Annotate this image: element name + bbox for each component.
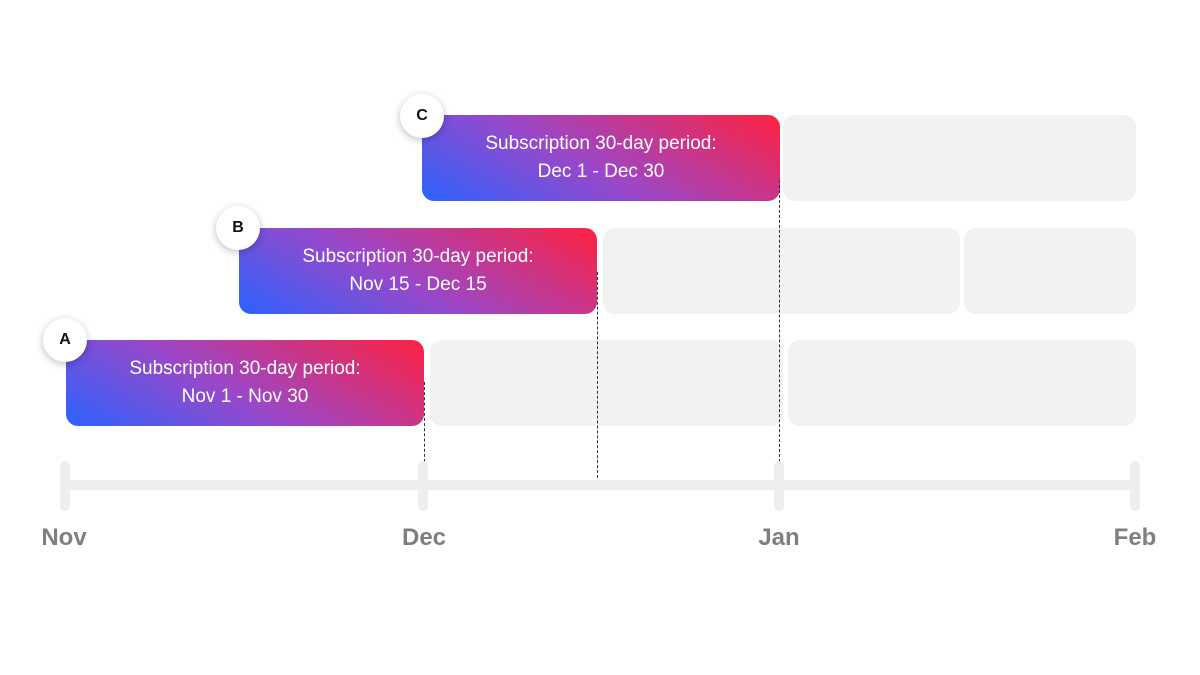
timeline-tick-jan xyxy=(774,461,784,511)
renewal-period-c-1 xyxy=(783,115,1136,201)
period-end-marker-c xyxy=(779,180,780,462)
period-dates: Nov 15 - Dec 15 xyxy=(349,274,487,295)
renewal-period-a-2 xyxy=(788,340,1136,426)
renewal-period-b-1 xyxy=(603,228,960,314)
month-label-nov: Nov xyxy=(41,524,87,551)
period-dates: Nov 1 - Nov 30 xyxy=(181,386,309,407)
period-title: Subscription 30-day period: xyxy=(302,246,534,267)
period-title: Subscription 30-day period: xyxy=(485,133,717,154)
period-end-marker-b xyxy=(597,272,598,478)
subscription-period-c: Subscription 30-day period: Dec 1 - Dec … xyxy=(422,115,780,201)
month-label-feb: Feb xyxy=(1113,524,1157,551)
timeline-tick-dec xyxy=(418,461,428,511)
badge-b: B xyxy=(216,206,260,250)
period-dates: Dec 1 - Dec 30 xyxy=(537,161,665,182)
badge-a: A xyxy=(43,318,87,362)
subscription-period-b: Subscription 30-day period: Nov 15 - Dec… xyxy=(239,228,597,314)
badge-c: C xyxy=(400,94,444,138)
subscription-period-a: Subscription 30-day period: Nov 1 - Nov … xyxy=(66,340,424,426)
renewal-period-a-1 xyxy=(430,340,783,426)
timeline-tick-feb xyxy=(1130,461,1140,511)
period-title: Subscription 30-day period: xyxy=(129,358,361,379)
period-end-marker-a xyxy=(424,382,425,462)
timeline-tick-nov xyxy=(60,461,70,511)
month-label-dec: Dec xyxy=(401,524,447,551)
timeline-axis xyxy=(62,480,1138,490)
renewal-period-b-2 xyxy=(964,228,1136,314)
month-label-jan: Jan xyxy=(758,524,800,551)
